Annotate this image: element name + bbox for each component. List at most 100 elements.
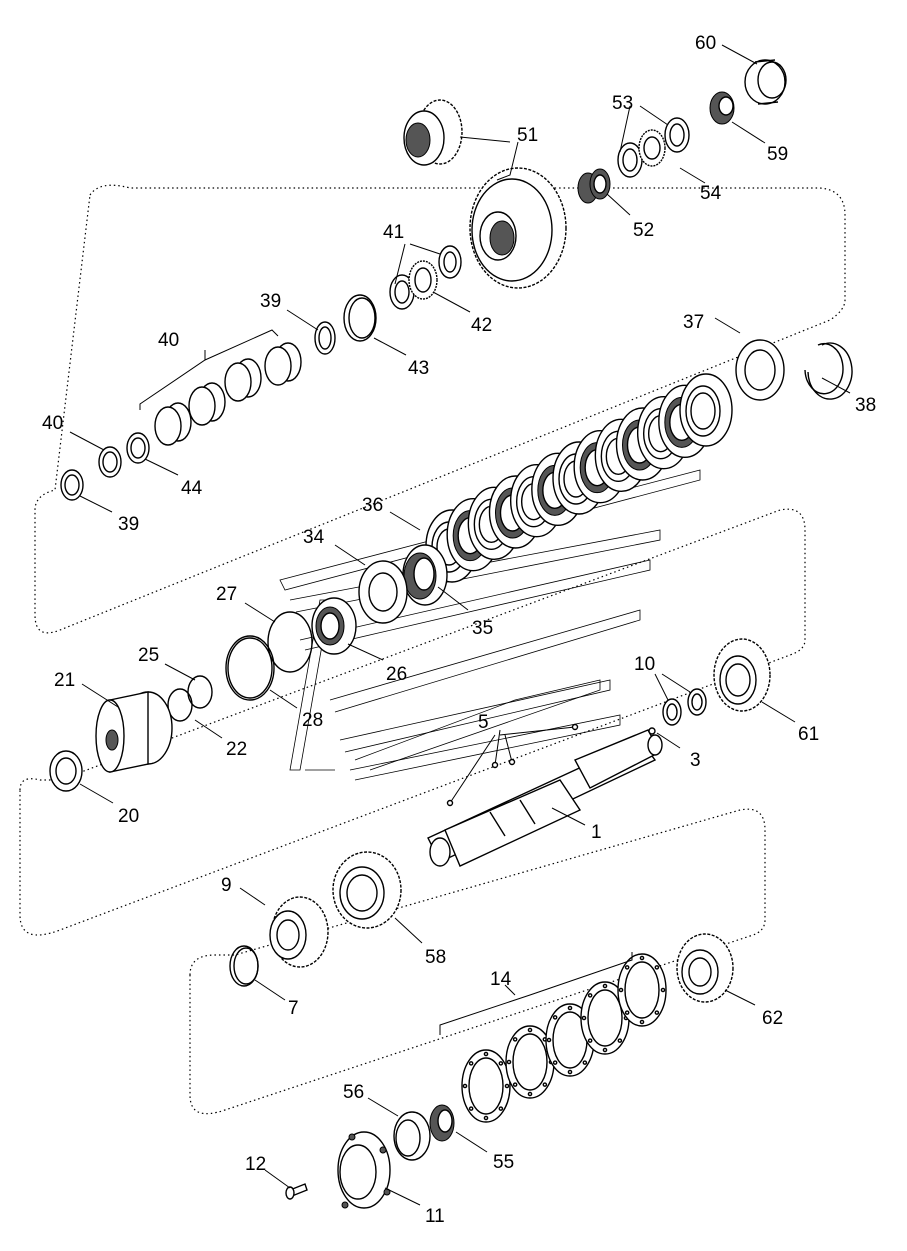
part-44-ring: [126, 432, 150, 464]
part-11-end-cover: [337, 1131, 391, 1209]
callout-26: 26: [386, 664, 407, 685]
group-outline-lower: [189, 808, 766, 1115]
gasket-hole: [624, 1010, 630, 1015]
callout-27: 27: [216, 584, 237, 605]
gasket-hole: [512, 1082, 518, 1087]
callout-12: 12: [245, 1154, 266, 1175]
gasket-hole: [581, 1015, 587, 1021]
callout-14: 14: [490, 969, 512, 990]
part-62-gear: [676, 933, 734, 1003]
callout-54: 54: [700, 183, 722, 204]
part-39-ring-upper: [314, 321, 336, 355]
gasket-hole: [567, 1069, 573, 1075]
callout-35: 35: [472, 618, 493, 639]
part-51-large-gear: [469, 167, 567, 289]
callout-60: 60: [695, 33, 716, 54]
leader-dots: [446, 723, 579, 807]
gasket-hole: [527, 1027, 533, 1033]
gasket-hole: [582, 1060, 588, 1065]
callout-40-group: 40: [158, 330, 179, 351]
part-59-tapered-bearing: [709, 91, 735, 125]
part-54-needle-thrust-bearing: [638, 129, 666, 167]
gasket-hole: [587, 993, 593, 998]
part-38-snap-ring: [804, 342, 853, 400]
gasket-hole: [660, 987, 666, 993]
gasket-hole: [654, 1010, 660, 1015]
callout-37: 37: [683, 312, 704, 333]
callout-42: 42: [471, 315, 492, 336]
callout-21: 21: [54, 670, 75, 691]
gasket-hole: [618, 987, 624, 993]
part-9-gear: [269, 896, 329, 968]
part-22-ring: [167, 688, 193, 722]
callout-34: 34: [303, 527, 325, 548]
gasket-hole: [602, 1047, 608, 1053]
part-53-thrust-washers: [617, 117, 690, 178]
part-56-bearing-cup: [393, 1111, 431, 1161]
callout-51: 51: [517, 125, 538, 146]
gasket-hole: [602, 983, 608, 989]
part-55-tapered-bearing: [429, 1104, 455, 1142]
part-21-clutch-drum: [95, 691, 173, 773]
gasket-hole: [639, 955, 645, 961]
part-3-pin: [648, 727, 656, 735]
callout-61: 61: [798, 724, 819, 745]
callout-38: 38: [855, 395, 876, 416]
callout-11: 11: [425, 1206, 445, 1227]
gasket-hole: [617, 1038, 623, 1043]
gasket-hole: [567, 1005, 573, 1011]
part-12-bolt: [285, 1183, 308, 1200]
part-34-pressure-plate: [358, 560, 408, 624]
part-40-ring-lower: [98, 446, 122, 478]
part-7-snap-ring: [229, 945, 259, 987]
part-27-seal-ring: [267, 611, 313, 673]
callout-10: 10: [634, 654, 655, 675]
callout-58: 58: [425, 947, 446, 968]
callout-1: 1: [591, 822, 602, 843]
part-20-spacer: [49, 750, 83, 792]
callout-28: 28: [302, 710, 323, 731]
callout-39-lower: 39: [118, 514, 139, 535]
gasket-hole: [624, 965, 630, 970]
shim-gasket: [505, 1025, 555, 1099]
gasket-hole: [552, 1015, 558, 1020]
callout-41: 41: [383, 222, 404, 243]
part-25-ring: [187, 675, 213, 709]
callout-3: 3: [690, 750, 701, 771]
callout-52: 52: [633, 220, 654, 241]
group-outline-middle: [19, 508, 806, 936]
callout-25: 25: [138, 645, 159, 666]
clutch-disc: [679, 373, 733, 447]
callout-44: 44: [181, 478, 203, 499]
part-60-bearing-cup: [744, 59, 787, 105]
gasket-hole: [552, 1060, 558, 1065]
leader-lines: [69, 44, 851, 1206]
part-43-snap-ring: [343, 294, 377, 342]
part-35-clutch-piston: [402, 544, 448, 606]
callout-62: 62: [762, 1008, 783, 1029]
gasket-hole: [468, 1061, 474, 1066]
part-51-small-gear: [403, 99, 463, 166]
part-61-gear: [713, 638, 771, 712]
callout-20: 20: [118, 806, 139, 827]
callout-59: 59: [767, 144, 788, 165]
gasket-hole: [546, 1037, 552, 1043]
callout-53: 53: [612, 93, 633, 114]
part-58-gear: [332, 851, 402, 929]
callout-40-ring: 40: [42, 413, 63, 434]
shim-gasket: [617, 953, 667, 1027]
part-10-rings: [662, 688, 707, 726]
part-37-backing-plate: [735, 339, 785, 401]
gasket-hole: [483, 1051, 489, 1057]
part-36-clutch-disc-pack: [425, 373, 733, 583]
shim-gasket: [461, 1049, 511, 1123]
callout-36: 36: [362, 495, 383, 516]
callout-7: 7: [288, 998, 299, 1019]
part-28-o-ring: [225, 635, 275, 701]
callout-43: 43: [408, 358, 429, 379]
gasket-hole: [498, 1061, 504, 1066]
part-39-ring-lower: [60, 469, 84, 501]
gasket-hole: [542, 1082, 548, 1087]
part-41-thrust-washers: [389, 245, 462, 310]
